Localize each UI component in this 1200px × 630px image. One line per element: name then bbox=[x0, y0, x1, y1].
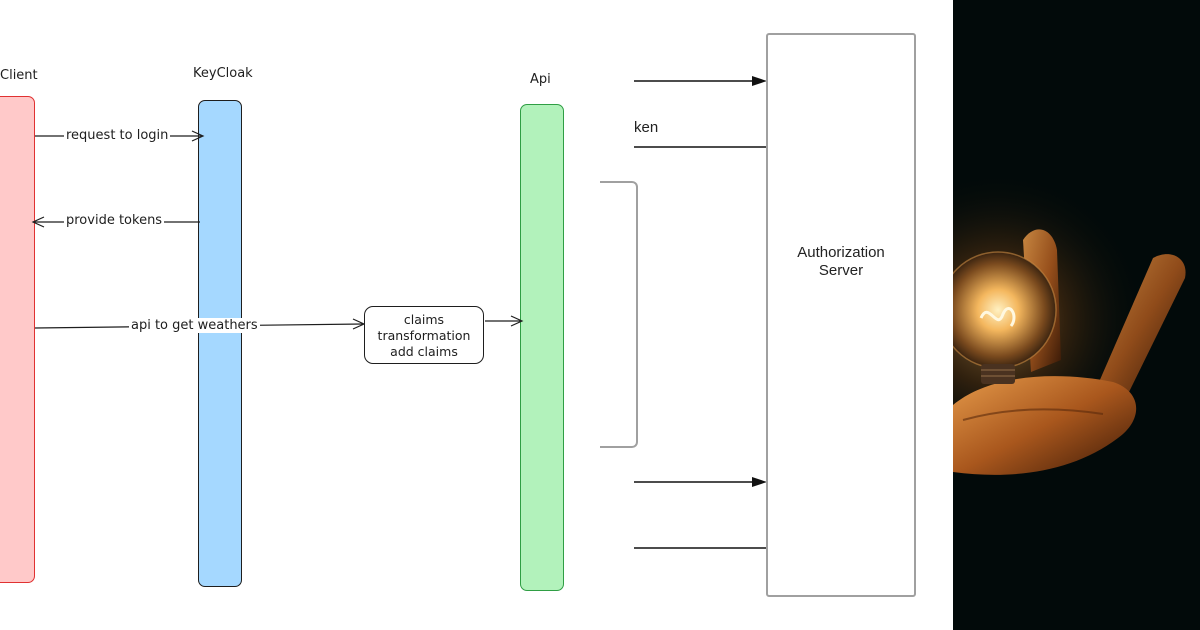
claims-line-1: claims bbox=[403, 311, 445, 327]
tokens-arrowhead bbox=[31, 216, 45, 228]
lightbulb-in-hand-icon bbox=[953, 0, 1200, 630]
login-message-label: request to login bbox=[64, 128, 171, 143]
claims-line-3: add claims bbox=[390, 343, 458, 359]
authorization-server-line-1: Authorization bbox=[797, 244, 885, 261]
bracket-shape bbox=[600, 181, 638, 448]
claims-to-api-arrowhead bbox=[510, 315, 524, 327]
login-arrowhead bbox=[191, 130, 205, 142]
keycloak-lifeline bbox=[198, 100, 242, 587]
claims-line-2: transformation bbox=[377, 327, 471, 343]
authorization-server-label: Authorization Server bbox=[766, 244, 916, 280]
auth-arrow-1-head bbox=[752, 76, 767, 86]
keycloak-label: KeyCloak bbox=[193, 66, 253, 81]
tokens-message-label: provide tokens bbox=[64, 213, 165, 228]
authorization-server-box bbox=[766, 33, 916, 597]
authorization-server-line-2: Server bbox=[818, 262, 864, 279]
client-label: Client bbox=[0, 68, 38, 83]
api-label: Api bbox=[530, 72, 551, 87]
lightbulb-photo bbox=[953, 0, 1200, 630]
api-lifeline bbox=[520, 104, 564, 591]
auth-arrow-3-head bbox=[752, 477, 767, 487]
claims-transformation-box: claims transformation add claims bbox=[364, 306, 484, 364]
client-lifeline bbox=[0, 96, 35, 583]
weathers-message-label: api to get weathers bbox=[129, 318, 260, 333]
token-label-fragment: ken bbox=[634, 119, 659, 136]
